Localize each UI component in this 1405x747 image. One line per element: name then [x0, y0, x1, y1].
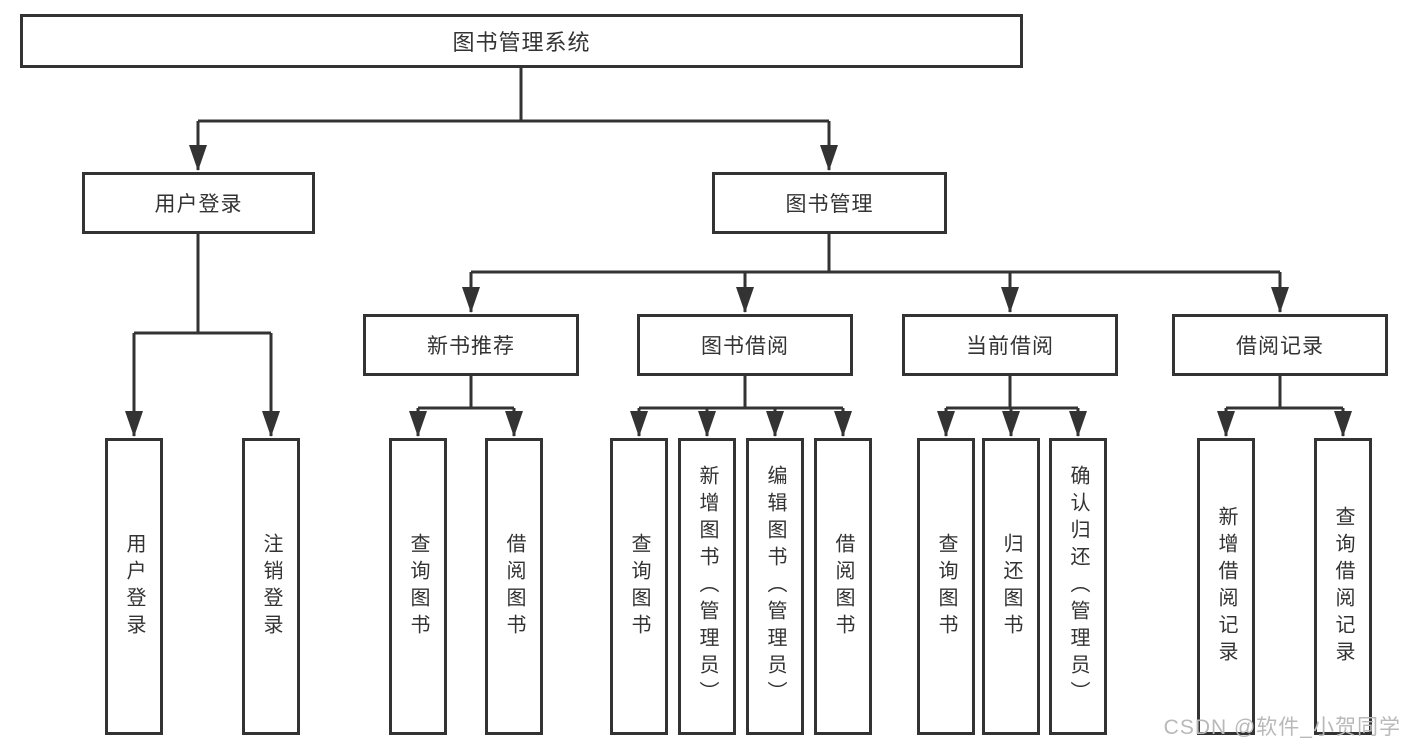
leaf-user-login: 用户登录 — [105, 438, 163, 735]
leaf-logout: 注销登录 — [242, 438, 300, 735]
node-root-system: 图书管理系统 — [20, 14, 1023, 68]
leaf-return-book: 归还图书 — [982, 438, 1040, 735]
node-book-borrow: 图书借阅 — [637, 314, 853, 376]
csdn-watermark: CSDN @软件_小贺同学 — [1163, 716, 1401, 739]
leaf-borrow-query-book: 查询图书 — [610, 438, 668, 735]
leaf-rec-borrow-book: 借阅图书 — [485, 438, 543, 735]
leaf-confirm-return-admin: 确认归还（管理员） — [1049, 438, 1107, 735]
node-new-book-recommend: 新书推荐 — [363, 314, 579, 376]
leaf-add-borrow-record: 新增借阅记录 — [1197, 438, 1255, 735]
leaf-query-borrow-record: 查询借阅记录 — [1314, 438, 1372, 735]
leaf-edit-book-admin: 编辑图书（管理员） — [746, 438, 804, 735]
leaf-add-book-admin: 新增图书（管理员） — [678, 438, 736, 735]
node-book-management: 图书管理 — [712, 172, 947, 234]
leaf-borrow-book: 借阅图书 — [814, 438, 872, 735]
node-current-borrow: 当前借阅 — [902, 314, 1118, 376]
node-user-login: 用户登录 — [82, 172, 315, 234]
leaf-rec-query-book: 查询图书 — [389, 438, 447, 735]
leaf-current-query-book: 查询图书 — [917, 438, 975, 735]
node-borrow-record: 借阅记录 — [1172, 314, 1388, 376]
